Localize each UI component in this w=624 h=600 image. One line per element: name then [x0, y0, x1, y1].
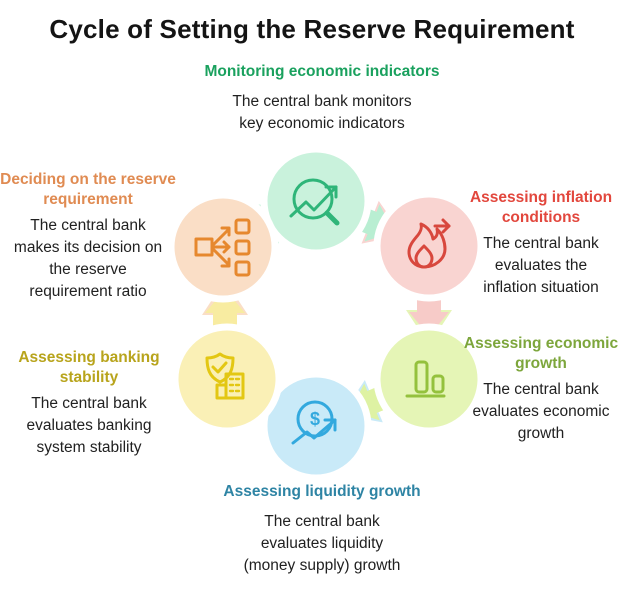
decision-tree-icon [194, 218, 251, 277]
node-description: The central bank monitors key economic i… [232, 93, 412, 132]
bar-chart-icon [405, 360, 446, 398]
node-description: The central bank makes its decision on t… [13, 217, 163, 300]
node-circle-monitoring [260, 145, 372, 257]
node-text-monitoring: Monitoring economic indicators The centr… [182, 62, 462, 135]
diagram-title: Cycle of Setting the Reserve Requirement [49, 14, 575, 44]
node-text-stability: Assessing banking stability The central … [3, 348, 175, 459]
node-text-deciding: Deciding on the reserve requirement The … [0, 170, 176, 303]
magnifier-trend-icon [289, 178, 340, 226]
node-heading: Assessing banking stability [18, 349, 160, 386]
dollar-glyph: $ [310, 409, 320, 429]
node-circle-liquidity [260, 370, 372, 482]
node-circle-growth [373, 323, 485, 435]
node-description: The central bank evaluates economic grow… [472, 381, 610, 442]
node-text-liquidity: Assessing liquidity growth The central b… [192, 482, 452, 577]
shield-check-building-icon [205, 352, 245, 400]
node-description: The central bank evaluates liquidity (mo… [243, 513, 401, 574]
node-heading: Monitoring economic indicators [204, 63, 440, 80]
node-circle-inflation [373, 190, 485, 302]
node-text-growth: Assessing economic growth The central ba… [456, 334, 624, 445]
node-text-inflation: Assessing inflation conditions The centr… [456, 188, 624, 299]
node-description: The central bank evaluates banking syste… [26, 395, 152, 456]
dollar-trend-icon: $ [291, 400, 337, 445]
node-heading: Assessing inflation conditions [469, 189, 613, 226]
node-heading: Deciding on the reserve requirement [0, 171, 176, 208]
node-heading: Assessing economic growth [463, 335, 619, 372]
node-description: The central bank evaluates the inflation… [483, 235, 599, 296]
flame-arrow-icon [407, 218, 451, 269]
node-heading: Assessing liquidity growth [223, 483, 421, 500]
